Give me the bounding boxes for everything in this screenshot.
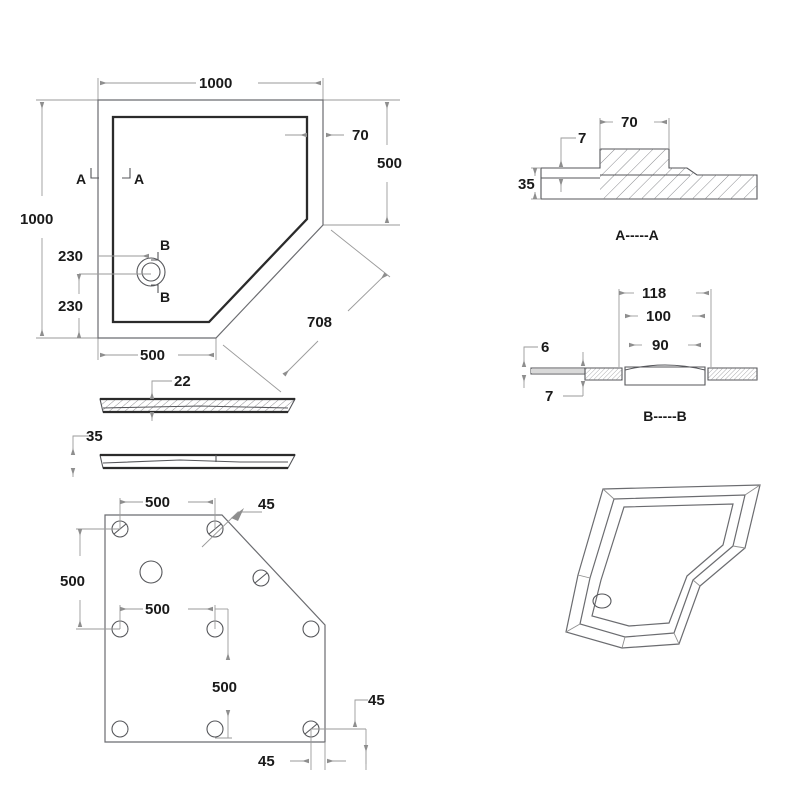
section-label-b-top: B [160, 237, 170, 253]
elevation-upper-crease [102, 405, 289, 409]
dim-label-right-45: 45 [368, 692, 385, 709]
view-section-aa: 70 7 35 A-----A [518, 114, 758, 243]
dim-label-elev-22: 22 [174, 373, 191, 390]
elevation-upper-hatch [100, 399, 295, 412]
hole-bottom-center [206, 720, 224, 738]
dim-underside-drop-500: 500 [212, 608, 237, 739]
dim-label-underside-left-500: 500 [60, 573, 85, 590]
bb-boss-dome [624, 364, 706, 371]
dim-bb-6: 6 [521, 339, 549, 388]
bb-flange-right-hatch [708, 368, 757, 380]
bb-flange-left-hatch [585, 368, 622, 380]
section-aa-label: A-----A [615, 227, 659, 243]
dim-plan-diagonal-708: 708 [222, 229, 391, 393]
bb-drain-boss [624, 366, 706, 386]
dim-underside-mid-500: 500 [119, 601, 216, 629]
section-aa-hatch [600, 149, 757, 199]
dim-plan-230-horizontal: 230 [58, 248, 150, 265]
dim-bb-7: 7 [545, 352, 586, 405]
section-label-a-right: A [134, 171, 144, 187]
dim-aa-7: 7 [558, 130, 586, 192]
dim-label-230-vertical: 230 [58, 298, 83, 315]
dim-label-bb-6: 6 [541, 339, 549, 356]
dim-label-aa-35: 35 [518, 176, 535, 193]
dim-label-elev-35: 35 [86, 428, 103, 445]
dim-label-aa-7: 7 [578, 130, 586, 147]
dim-plan-width-1000: 1000 [99, 75, 321, 92]
dim-label-plan-bottom-500: 500 [140, 347, 165, 364]
dim-plan-height-1000: 1000 [20, 101, 53, 336]
dim-label-bb-100: 100 [646, 308, 671, 325]
dim-bb-90: 90 [629, 337, 701, 354]
view-elevation-upper: 22 [99, 373, 296, 421]
dim-plan-right-500: 500 [377, 101, 402, 224]
dim-label-underside-top-500: 500 [145, 494, 170, 511]
section-mark-a: A A [76, 168, 144, 187]
dim-label-plan-right-500: 500 [377, 155, 402, 172]
elevation-lower-crease [102, 459, 288, 464]
dim-label-plan-width: 1000 [199, 75, 232, 92]
dim-label-plan-height: 1000 [20, 211, 53, 228]
dim-aa-70: 70 [599, 114, 670, 149]
iso-drain-hole [592, 593, 612, 609]
view-elevation-lower: 35 [70, 428, 296, 477]
view-top-plan: 1000 1000 70 500 [20, 75, 402, 393]
dim-bb-118: 118 [618, 285, 712, 367]
mounting-holes [111, 520, 320, 738]
drain-hole-inner [141, 262, 161, 282]
dim-label-chamfer-45: 45 [258, 496, 275, 513]
dim-underside-left-500: 500 [60, 528, 120, 630]
underside-drain-hole [139, 560, 163, 584]
dim-underside-top-500: 500 [119, 494, 216, 529]
dim-label-bb-7: 7 [545, 388, 553, 405]
view-section-bb: 118 100 90 6 [521, 285, 758, 424]
drain-hole-outer [136, 257, 166, 287]
hole-bottom-left [111, 720, 129, 738]
section-mark-b: B B [151, 237, 170, 305]
dim-label-aa-70: 70 [621, 114, 638, 131]
section-label-a-left: A [76, 171, 86, 187]
dim-underside-chamfer-45: 45 [201, 496, 275, 548]
dim-elev-22: 22 [149, 373, 191, 421]
dim-underside-right-45: 45 [311, 692, 385, 770]
dim-label-underside-drop-500: 500 [212, 679, 237, 696]
dim-plan-70: 70 [285, 127, 369, 144]
bb-left-plate-fill [531, 369, 585, 373]
dim-bb-100: 100 [625, 308, 705, 325]
plan-inner-rim [111, 115, 309, 324]
dim-label-230-horizontal: 230 [58, 248, 83, 265]
section-bb-label: B-----B [643, 408, 687, 424]
underside-outline [104, 514, 326, 743]
dim-elev-35: 35 [70, 428, 103, 477]
view-bottom-plan: 500 500 500 [60, 494, 385, 770]
dim-label-plan-708: 708 [307, 314, 332, 331]
iso-basin-floor [591, 503, 734, 627]
dim-aa-35: 35 [518, 167, 541, 200]
hole-mid-right [302, 620, 320, 638]
dim-label-plan-70: 70 [352, 127, 369, 144]
view-isometric [565, 484, 761, 649]
dim-label-bb-90: 90 [652, 337, 669, 354]
dim-label-underside-mid-500: 500 [145, 601, 170, 618]
dim-plan-bottom-500: 500 [99, 347, 215, 364]
plan-outer-outline [97, 99, 324, 339]
section-label-b-bottom: B [160, 289, 170, 305]
dim-label-bb-118: 118 [642, 285, 666, 302]
dim-underside-bottom-45: 45 [258, 729, 346, 770]
iso-bevel-lines [565, 484, 761, 649]
plan-top-witness-lines [36, 78, 400, 360]
dim-label-bottom-45: 45 [258, 753, 275, 770]
hole-diagonal-mid [252, 569, 270, 587]
dim-plan-230-vertical: 230 [58, 273, 151, 338]
